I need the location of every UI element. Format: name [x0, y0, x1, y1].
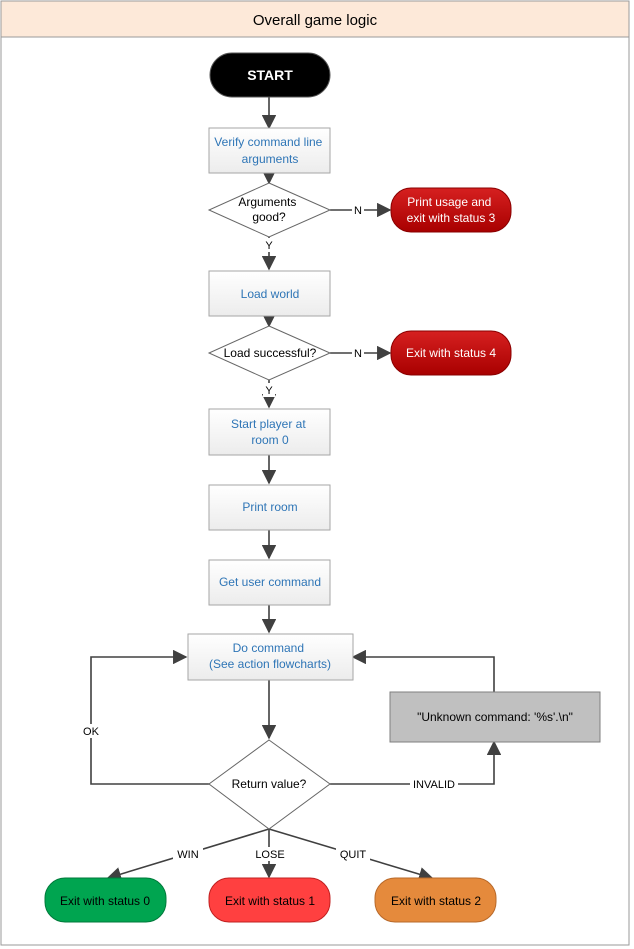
do-command-line-1: Do command — [233, 641, 304, 655]
print-usage-line-2: exit with status 3 — [407, 211, 496, 225]
do-command-line-2: (See action flowcharts) — [209, 657, 331, 671]
label-args-no: N — [354, 205, 362, 217]
label-load-yes: Y — [265, 385, 273, 397]
title-bar — [0, 0, 630, 38]
exit-1-label: Exit with status 1 — [225, 894, 315, 908]
label-invalid: INVALID — [413, 779, 455, 791]
exit-0-terminator — [44, 877, 167, 923]
exit-1-terminator — [208, 877, 331, 923]
start-terminator — [209, 52, 331, 98]
start-player-box — [208, 408, 331, 456]
exit-0-label: Exit with status 0 — [60, 894, 150, 908]
svg-text:Do command (See action flo: Do command (See action flowcharts) — [209, 641, 331, 671]
label-ok: OK — [83, 726, 100, 738]
exit-4-terminator — [390, 330, 512, 376]
args-good-line-1: Arguments — [238, 195, 296, 209]
verify-line-2: arguments — [242, 152, 299, 166]
start-label: START — [247, 67, 293, 83]
get-command-label: Get user command — [219, 575, 321, 589]
label-lose: LOSE — [255, 849, 284, 861]
load-world-box — [208, 270, 331, 317]
svg-text:Verify command line argume: Verify command line arguments — [214, 135, 325, 166]
label-win: WIN — [177, 849, 198, 861]
load-successful-decision — [207, 325, 332, 381]
label-quit: QUIT — [340, 849, 367, 861]
verify-line-1: Verify command line — [214, 135, 322, 149]
args-good-line-2: good? — [252, 210, 286, 224]
label-load-no: N — [354, 348, 362, 360]
edge-ok-loop — [90, 649, 210, 785]
args-good-decision — [207, 182, 332, 238]
return-value-label: Return value? — [232, 777, 307, 791]
start-player-line-2: room 0 — [251, 433, 289, 447]
diagram-title: Overall game logic — [253, 12, 378, 29]
exit-2-terminator — [374, 877, 497, 923]
exit-4-label: Exit with status 4 — [406, 346, 496, 360]
svg-text:Arguments good?: Arguments good? — [238, 195, 299, 224]
print-room-box — [208, 484, 331, 531]
start-player-line-1: Start player at — [231, 417, 306, 431]
get-command-box — [208, 559, 331, 606]
edge-unknown-loop — [351, 649, 495, 692]
load-successful-label: Load successful? — [224, 346, 317, 360]
return-value-decision — [208, 739, 331, 830]
exit-2-label: Exit with status 2 — [391, 894, 481, 908]
print-usage-line-1: Print usage and — [407, 195, 491, 209]
label-args-yes: Y — [265, 240, 273, 252]
edge-invalid — [330, 740, 502, 785]
print-usage-terminator — [390, 187, 512, 233]
print-room-label: Print room — [242, 500, 297, 514]
unknown-command-label: "Unknown command: '%s'.\n" — [417, 710, 573, 724]
unknown-command-box — [389, 691, 601, 743]
load-world-label: Load world — [241, 287, 300, 301]
svg-text:Start player at room 0: Start player at room 0 — [231, 417, 309, 447]
verify-args-box — [208, 127, 331, 174]
svg-text:Print usage and exit with: Print usage and exit with status 3 — [407, 195, 496, 225]
do-command-box — [187, 633, 354, 681]
